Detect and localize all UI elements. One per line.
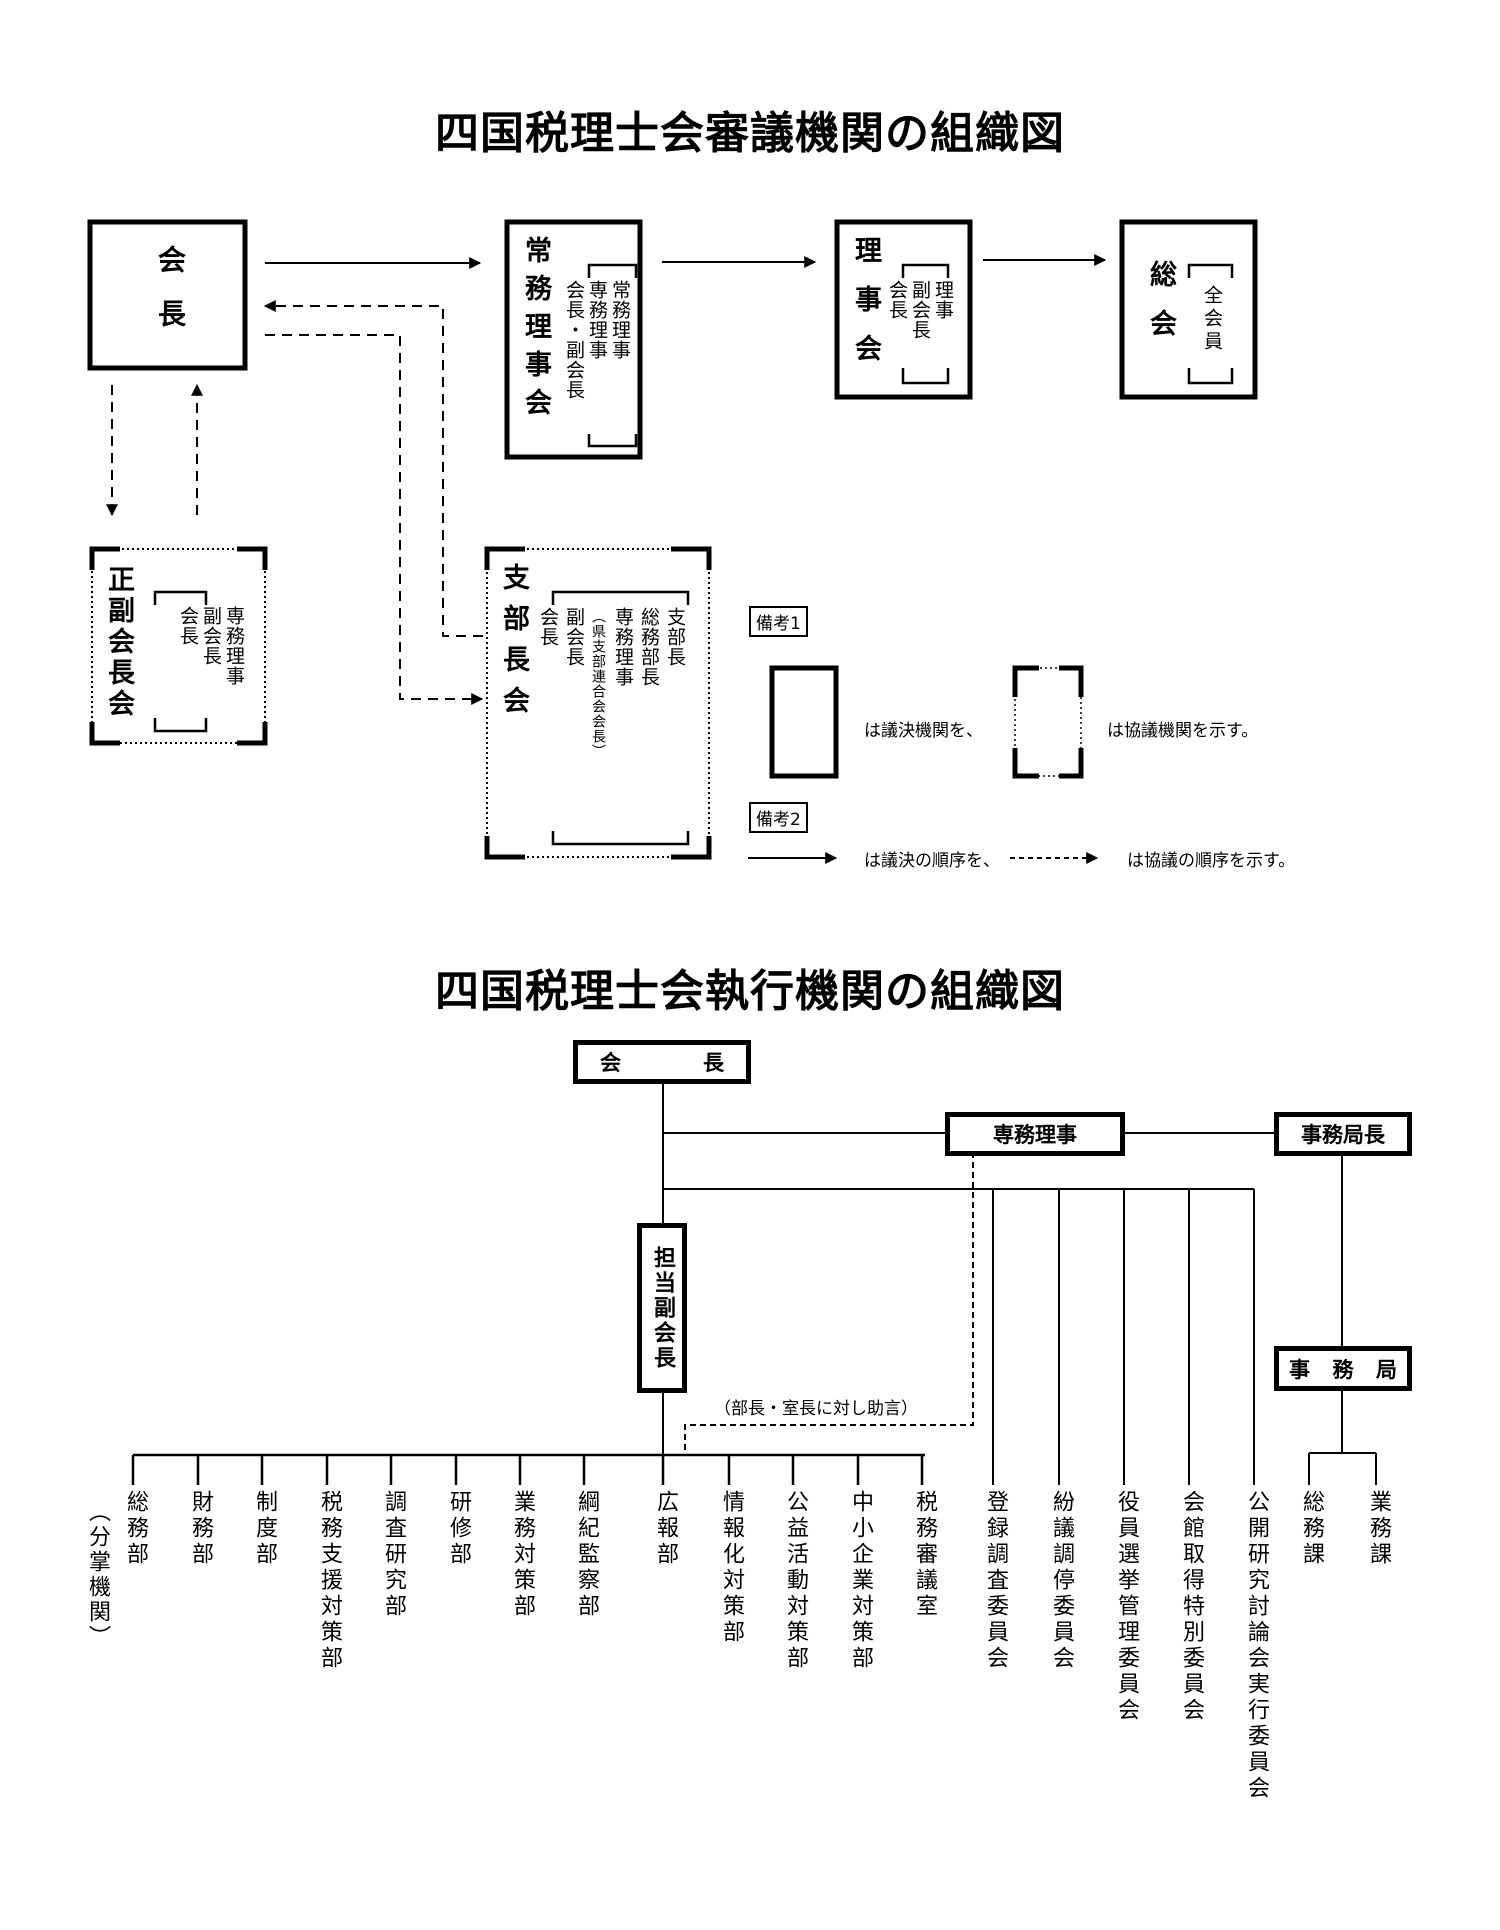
member-item: 会長 [537, 607, 559, 647]
secretariat-char: 事 [1289, 1357, 1310, 1382]
committee-item: 役員選挙管理委員会 [1114, 1490, 1139, 1724]
legend-dotted-box-sample [1012, 665, 1084, 779]
department-item: 研修部 [446, 1490, 471, 1568]
divisions-note: （分掌機関） [85, 1500, 110, 1650]
member-item: （県支部連合会会長） [590, 609, 606, 759]
department-item: 綱紀監察部 [574, 1490, 599, 1620]
department-item: 総務部 [123, 1490, 148, 1568]
branch-council-label: 支部長会 [498, 563, 529, 727]
secretariat-char: 務 [1332, 1357, 1354, 1382]
managing-director-label: 専務理事 [993, 1123, 1077, 1147]
department-item: 中小企業対策部 [848, 1490, 873, 1672]
member-item: 会長 [177, 606, 199, 646]
member-item: 副会長 [200, 606, 222, 666]
legend-note1-tag: 備考1 [749, 606, 808, 637]
department-item: 税務支援対策部 [317, 1490, 342, 1672]
department-item: 広報部 [653, 1490, 678, 1568]
president-label: 会長 [154, 245, 187, 353]
member-item: 常務理事 [609, 280, 631, 360]
board-box [834, 219, 973, 400]
secretariat-chief-label: 事務局長 [1301, 1123, 1385, 1147]
executive-board-bracket [587, 263, 638, 448]
vp-council-bracket [153, 590, 208, 733]
vp-council-members: 専務理事 副会長 会長 [176, 606, 245, 686]
department-item: 税務審議室 [912, 1490, 937, 1620]
vp-council-box [89, 546, 268, 746]
executive-board-label: 常務理事会 [520, 236, 551, 426]
department-item: 調査研究部 [381, 1490, 406, 1620]
board-bracket [901, 263, 950, 385]
general-assembly-label: 総会 [1145, 260, 1176, 358]
secretariat-chief-box: 事務局長 [1274, 1112, 1412, 1156]
vp-council-label: 正副会長会 [103, 565, 134, 720]
member-item: 副会長 [909, 280, 931, 340]
vp-in-charge-box: 担当副会長 [637, 1223, 687, 1393]
legend-note1-solid-text: は議決機関を、 [864, 721, 983, 741]
member-item: 会長・副会長 [563, 280, 585, 400]
committee-item: 登録調査委員会 [983, 1490, 1008, 1672]
president-box [87, 219, 248, 371]
advice-note: （部長・室長に対し助言） [714, 1399, 918, 1419]
board-label: 理事会 [850, 236, 881, 383]
branch-council-bracket [551, 590, 690, 846]
member-item: 専務理事 [612, 607, 634, 687]
department-item: 情報化対策部 [719, 1490, 744, 1646]
secretariat-section-item: 業務課 [1366, 1490, 1391, 1568]
managing-director-box: 専務理事 [945, 1112, 1125, 1156]
member-item: 理事 [932, 280, 954, 320]
department-item: 公益活動対策部 [783, 1490, 808, 1672]
committee-item: 紛議調停委員会 [1049, 1490, 1074, 1672]
dashed-arrow-branch-to-president [263, 300, 483, 637]
department-item: 財務部 [188, 1490, 213, 1568]
legend-note2-tag: 備考2 [749, 802, 808, 833]
member-item: 専務理事 [223, 606, 245, 686]
exec-president-char: 会 [600, 1051, 621, 1075]
executive-board-members: 常務理事 専務理事 会長・副会長 [562, 280, 631, 400]
branch-council-members: 支部長 総務部長 専務理事 （県支部連合会会長） 副会長 会長 [536, 607, 686, 759]
secretariat-section-item: 総務課 [1299, 1490, 1324, 1568]
department-item: 業務対策部 [510, 1490, 535, 1620]
committee-item: 会館取得特別委員会 [1179, 1490, 1204, 1724]
exec-president-box: 会 長 [573, 1040, 751, 1084]
exec-president-char: 長 [703, 1051, 724, 1075]
member-item: 専務理事 [586, 280, 608, 360]
member-item: 総務部長 [638, 607, 660, 687]
general-assembly-bracket [1187, 263, 1234, 385]
branch-council-box [484, 546, 712, 860]
dashed-arrow-president-to-branch [265, 334, 484, 705]
dashed-advice-line [684, 1152, 974, 1455]
executive-board-box [504, 219, 643, 460]
vp-in-charge-label: 担当副会長 [650, 1245, 675, 1371]
secretariat-box: 事 務 局 [1274, 1346, 1412, 1391]
board-members: 理事 副会長 会長 [885, 280, 954, 340]
member-item: 支部長 [664, 607, 686, 667]
legend-note2-dotted-text: は協議の順序を示す。 [1127, 851, 1296, 871]
member-item: 会長 [886, 280, 908, 320]
legend-note2-solid-text: は議決の順序を、 [864, 851, 1000, 871]
executive-chart-title: 四国税理士会執行機関の組織図 [435, 966, 1065, 1017]
general-assembly-members: 全会員 [1201, 285, 1223, 354]
secretariat-char: 局 [1376, 1357, 1397, 1382]
general-assembly-box [1119, 219, 1258, 400]
legend-solid-box-sample [769, 665, 839, 779]
committee-item: 公開研究討論会実行委員会 [1244, 1490, 1269, 1802]
deliberative-chart-title: 四国税理士会審議機関の組織図 [435, 108, 1065, 159]
legend-note1-dotted-text: は協議機関を示す。 [1107, 721, 1259, 741]
member-item: 副会長 [563, 607, 585, 667]
department-item: 制度部 [252, 1490, 277, 1568]
